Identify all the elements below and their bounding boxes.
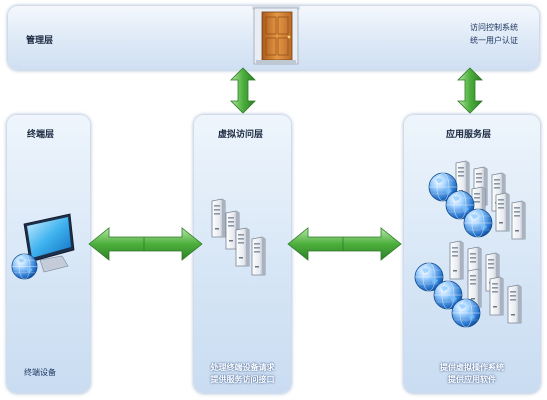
management-layer-title: 管理层 xyxy=(26,36,54,46)
server-icon xyxy=(449,240,464,280)
virtual-access-caption-line2: 提供服务访问接口 xyxy=(210,375,275,384)
double-arrow-icon xyxy=(230,67,256,114)
management-layer-right-line2: 统一用户认证 xyxy=(470,36,518,45)
double-arrow-icon xyxy=(457,67,483,114)
server-icon xyxy=(489,276,504,316)
server-icon xyxy=(507,284,522,324)
application-service-caption-line1: 提供虚拟操作系统 xyxy=(440,363,504,372)
server-icon xyxy=(251,236,266,276)
management-layer-right-line1: 访问控制系统 xyxy=(470,23,518,32)
globe-icon xyxy=(451,298,481,328)
globe-icon xyxy=(463,208,493,238)
terminal-layer-caption: 终端设备 xyxy=(24,368,56,377)
server-icon xyxy=(235,227,250,267)
monitor-icon xyxy=(23,213,75,273)
double-arrow-icon xyxy=(88,227,203,261)
virtual-access-layer-title: 虚拟访问层 xyxy=(218,130,264,140)
server-icon xyxy=(495,192,510,232)
terminal-layer-title: 终端层 xyxy=(27,130,55,140)
virtual-access-caption-line1: 处理终端设备请求 xyxy=(210,363,275,372)
server-icon xyxy=(511,200,526,240)
server-icon xyxy=(211,198,226,238)
globe-icon xyxy=(11,253,38,280)
application-service-layer-title: 应用服务层 xyxy=(446,130,492,140)
door-icon xyxy=(252,6,300,65)
application-service-caption-line2: 提供应用软件 xyxy=(448,375,496,384)
double-arrow-icon xyxy=(287,227,402,261)
